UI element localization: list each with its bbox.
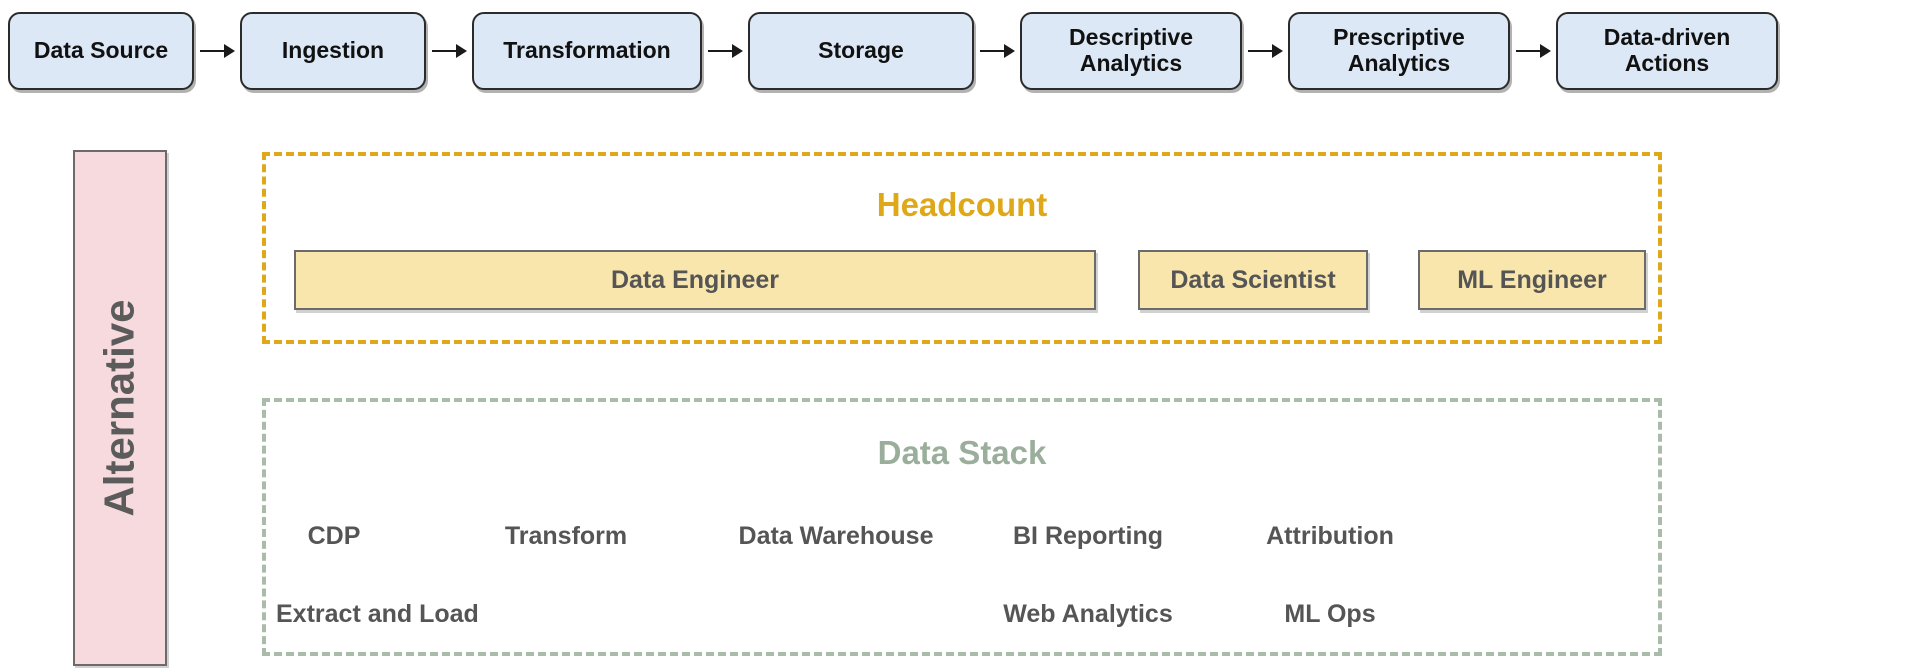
alternative-label: Alternative xyxy=(96,299,144,517)
stack-label-transform: Transform xyxy=(504,522,628,550)
arrow-right-icon xyxy=(1242,41,1288,61)
data-stack-group: Data Stack CDP Transform Data Warehouse … xyxy=(262,398,1662,656)
stack-label-cdp: CDP xyxy=(307,522,361,550)
headcount-title: Headcount xyxy=(876,186,1048,223)
pipeline-stage-transformation[interactable]: Transformation xyxy=(472,12,702,90)
stack-label-extract-and-load: Extract and Load xyxy=(276,600,479,628)
pipeline-stage-prescriptive-analytics[interactable]: Prescriptive Analytics xyxy=(1288,12,1510,90)
arrow-right-icon xyxy=(1510,41,1556,61)
pipeline-stage-ingestion[interactable]: Ingestion xyxy=(240,12,426,90)
arrow-right-icon xyxy=(974,41,1020,61)
stack-label-attribution: Attribution xyxy=(1266,522,1394,550)
arrow-right-icon xyxy=(194,41,240,61)
alternative-band: Alternative xyxy=(73,150,167,666)
arrow-right-icon xyxy=(702,41,748,61)
arrow-right-icon xyxy=(426,41,472,61)
pipeline-stage-storage[interactable]: Storage xyxy=(748,12,974,90)
role-box-data-engineer[interactable]: Data Engineer xyxy=(294,250,1096,310)
headcount-group: Headcount Data Engineer Data Scientist M… xyxy=(262,152,1662,344)
pipeline-stage-data-source[interactable]: Data Source xyxy=(8,12,194,90)
pipeline-stage-data-driven-actions[interactable]: Data-driven Actions xyxy=(1556,12,1778,90)
pipeline-stage-descriptive-analytics[interactable]: Descriptive Analytics xyxy=(1020,12,1242,90)
role-box-ml-engineer[interactable]: ML Engineer xyxy=(1418,250,1646,310)
pipeline-flow: Data Source Ingestion Transformation Sto… xyxy=(0,8,1920,94)
stack-label-web-analytics: Web Analytics xyxy=(1003,600,1173,628)
role-box-data-scientist[interactable]: Data Scientist xyxy=(1138,250,1368,310)
stack-label-bi-reporting: BI Reporting xyxy=(1013,522,1163,550)
stack-label-ml-ops: ML Ops xyxy=(1284,600,1376,628)
stack-label-data-warehouse: Data Warehouse xyxy=(738,522,934,550)
data-stack-title: Data Stack xyxy=(877,434,1047,471)
